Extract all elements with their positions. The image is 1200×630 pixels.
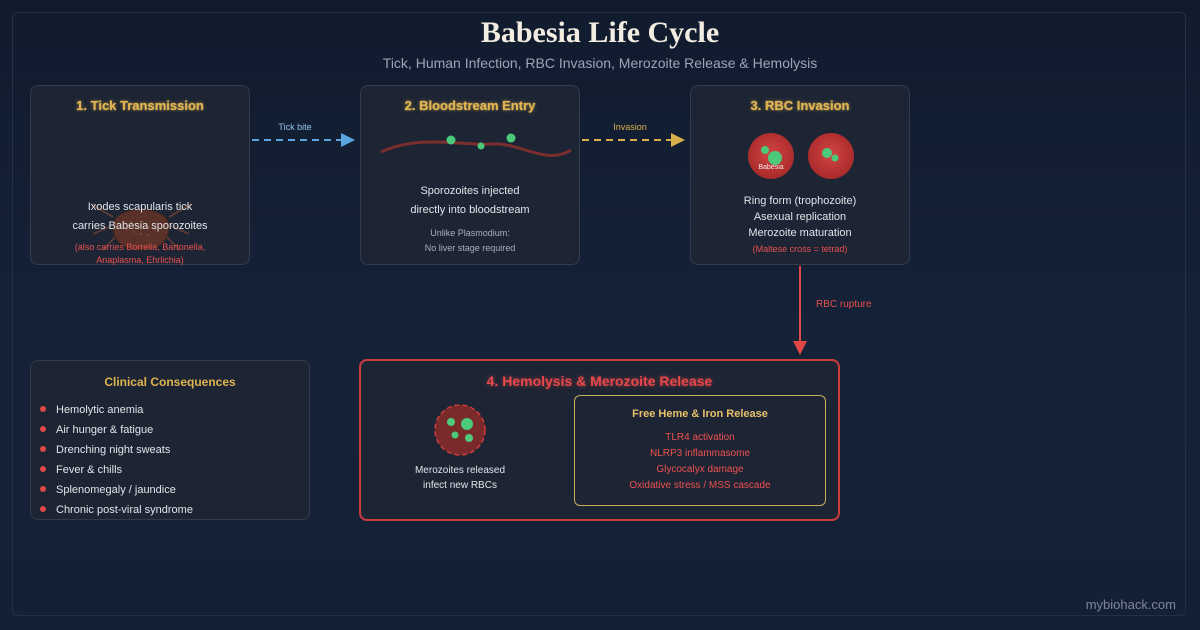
tick-note-1: (also carries Borrelia, Bartonella, bbox=[74, 242, 206, 252]
rbc-line-3: Merozoite maturation bbox=[748, 227, 852, 239]
consequences-list: Hemolytic anemia Air hunger & fatigue Dr… bbox=[40, 402, 193, 522]
heme-item: TLR4 activation bbox=[665, 432, 735, 443]
heme-item: Glycocalyx damage bbox=[656, 464, 744, 475]
invasion-label: Invasion bbox=[613, 122, 647, 132]
tick-bite-label: Tick bite bbox=[278, 122, 312, 132]
list-item: Splenomegaly / jaundice bbox=[40, 482, 193, 502]
sporozoite-dot bbox=[506, 133, 516, 143]
bloodstream-entry-card: 2. Bloodstream Entry Sporozoites injecte… bbox=[360, 85, 580, 265]
invasion-arrowhead bbox=[671, 133, 685, 147]
bullet-icon bbox=[40, 506, 46, 512]
rbc-rupture-label: RBC rupture bbox=[816, 299, 872, 310]
heme-item: Oxidative stress / MSS cascade bbox=[629, 480, 771, 491]
bullet-icon bbox=[40, 446, 46, 452]
rbc-line-1: Ring form (trophozoite) bbox=[743, 195, 857, 207]
tick-transmission-card: 1. Tick Transmission Ixodes scapularis t… bbox=[30, 85, 250, 265]
bullet-icon bbox=[40, 426, 46, 432]
tick-icon bbox=[90, 203, 192, 251]
bloodstream-line-2: directly into bloodstream bbox=[410, 204, 530, 216]
list-item: Fever & chills bbox=[40, 462, 193, 482]
tick-transmission-title: 1. Tick Transmission bbox=[76, 98, 204, 113]
list-item: Air hunger & fatigue bbox=[40, 422, 193, 442]
free-heme-title: Free Heme & Iron Release bbox=[632, 408, 768, 420]
free-heme-box: Free Heme & Iron Release TLR4 activation… bbox=[574, 395, 826, 506]
rbc-line-2: Asexual replication bbox=[753, 211, 847, 223]
tick-note-2: Anaplasma, Ehrlichia) bbox=[96, 255, 184, 265]
bloodstream-entry-title: 2. Bloodstream Entry bbox=[404, 98, 536, 113]
list-item: Chronic post-viral syndrome bbox=[40, 502, 193, 522]
list-item: Hemolytic anemia bbox=[40, 402, 193, 422]
blood-vessel-icon bbox=[380, 133, 572, 157]
tick-line-1: Ixodes scapularis tick bbox=[87, 201, 193, 213]
bullet-icon bbox=[40, 406, 46, 412]
rbc-invasion-title: 3. RBC Invasion bbox=[750, 98, 850, 113]
bullet-icon bbox=[40, 466, 46, 472]
watermark: mybiohack.com bbox=[1085, 597, 1176, 612]
tick-line-2: carries Babesia sporozoites bbox=[72, 220, 208, 232]
heme-item: NLRP3 inflammasome bbox=[649, 448, 751, 459]
clinical-consequences-title: Clinical Consequences bbox=[104, 375, 236, 389]
bloodstream-note-1: Unlike Plasmodium: bbox=[430, 228, 510, 238]
rbc-rupture-arrowhead bbox=[793, 341, 807, 355]
clinical-consequences-card: Clinical Consequences bbox=[30, 360, 310, 520]
rbc-note: (Maltese cross = tetrad) bbox=[752, 244, 848, 254]
tick-bite-arrowhead bbox=[341, 133, 355, 147]
bloodstream-line-1: Sporozoites injected bbox=[420, 185, 520, 197]
list-item: Drenching night sweats bbox=[40, 442, 193, 462]
merozoite-line-2: infect new RBCs bbox=[423, 480, 497, 491]
rbc-invasion-card: 3. RBC Invasion Babesia Ring form (troph… bbox=[690, 85, 910, 265]
page-title: Babesia Life Cycle bbox=[480, 16, 720, 49]
sporozoite-dot bbox=[477, 142, 485, 150]
diagram-frame bbox=[12, 12, 1186, 616]
merozoite-line-1: Merozoites released bbox=[414, 465, 506, 476]
infected-rbc-icon bbox=[748, 133, 854, 179]
hemolysis-title: 4. Hemolysis & Merozoite Release bbox=[486, 373, 713, 389]
rbc-cell-label: Babesia bbox=[758, 164, 784, 171]
bullet-icon bbox=[40, 486, 46, 492]
sporozoite-dot bbox=[446, 135, 456, 145]
page-subtitle: Tick, Human Infection, RBC Invasion, Mer… bbox=[382, 55, 818, 71]
bloodstream-note-2: No liver stage required bbox=[424, 243, 516, 253]
